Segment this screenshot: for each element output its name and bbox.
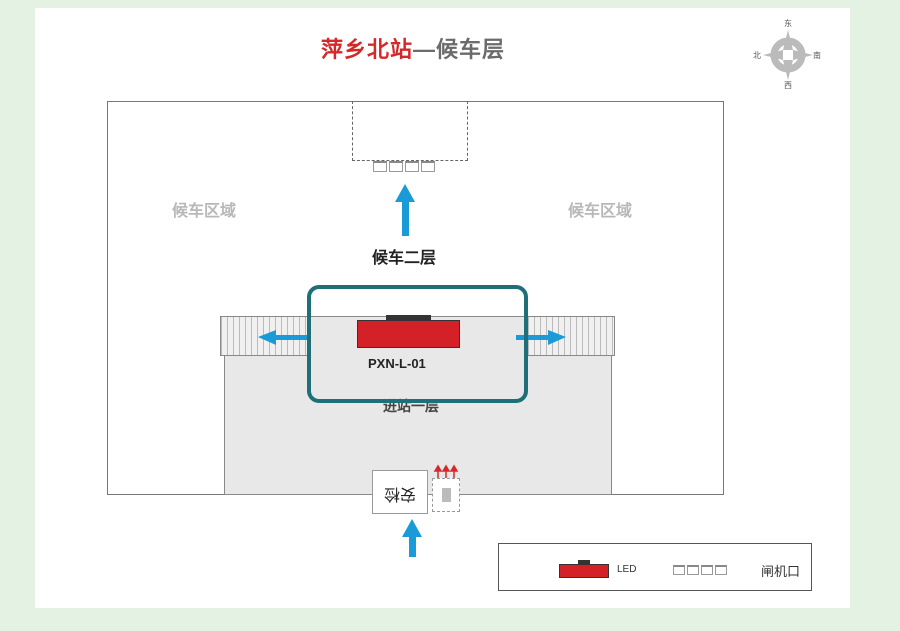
security-check-box xyxy=(372,470,428,514)
compass-east: 东 xyxy=(784,19,792,28)
waiting-area-right: 候车区域 xyxy=(568,203,633,220)
scanner-icon xyxy=(432,478,460,512)
floor-two-label: 候车二层 xyxy=(372,250,437,267)
legend-led-icon xyxy=(559,564,609,578)
compass-south: 南 xyxy=(813,51,821,60)
legend-gate-label: 闸机口 xyxy=(761,564,801,579)
waiting-area-left: 候车区域 xyxy=(172,203,237,220)
compass-north: 北 xyxy=(753,51,761,60)
station-name: 萍乡北站 xyxy=(320,37,413,62)
led-screen-cap xyxy=(386,315,431,321)
legend-led-cap xyxy=(578,560,590,564)
highlight-frame xyxy=(307,285,528,403)
compass-icon: 东 北 南 西 xyxy=(753,19,821,90)
legend-led-label: LED xyxy=(617,564,637,575)
device-code: PXN-L-01 xyxy=(368,356,426,371)
page-title: 萍乡北站—候车层 xyxy=(0,32,826,64)
upper-gate-icon xyxy=(373,161,437,172)
legend: LED 闸机口 xyxy=(498,543,812,591)
led-screen[interactable] xyxy=(357,320,460,348)
security-label: 安检 xyxy=(384,485,417,502)
legend-gate-icon xyxy=(673,565,729,575)
upper-gate-area xyxy=(352,101,468,161)
compass-west: 西 xyxy=(784,81,792,90)
level-name: —候车层 xyxy=(413,37,506,62)
